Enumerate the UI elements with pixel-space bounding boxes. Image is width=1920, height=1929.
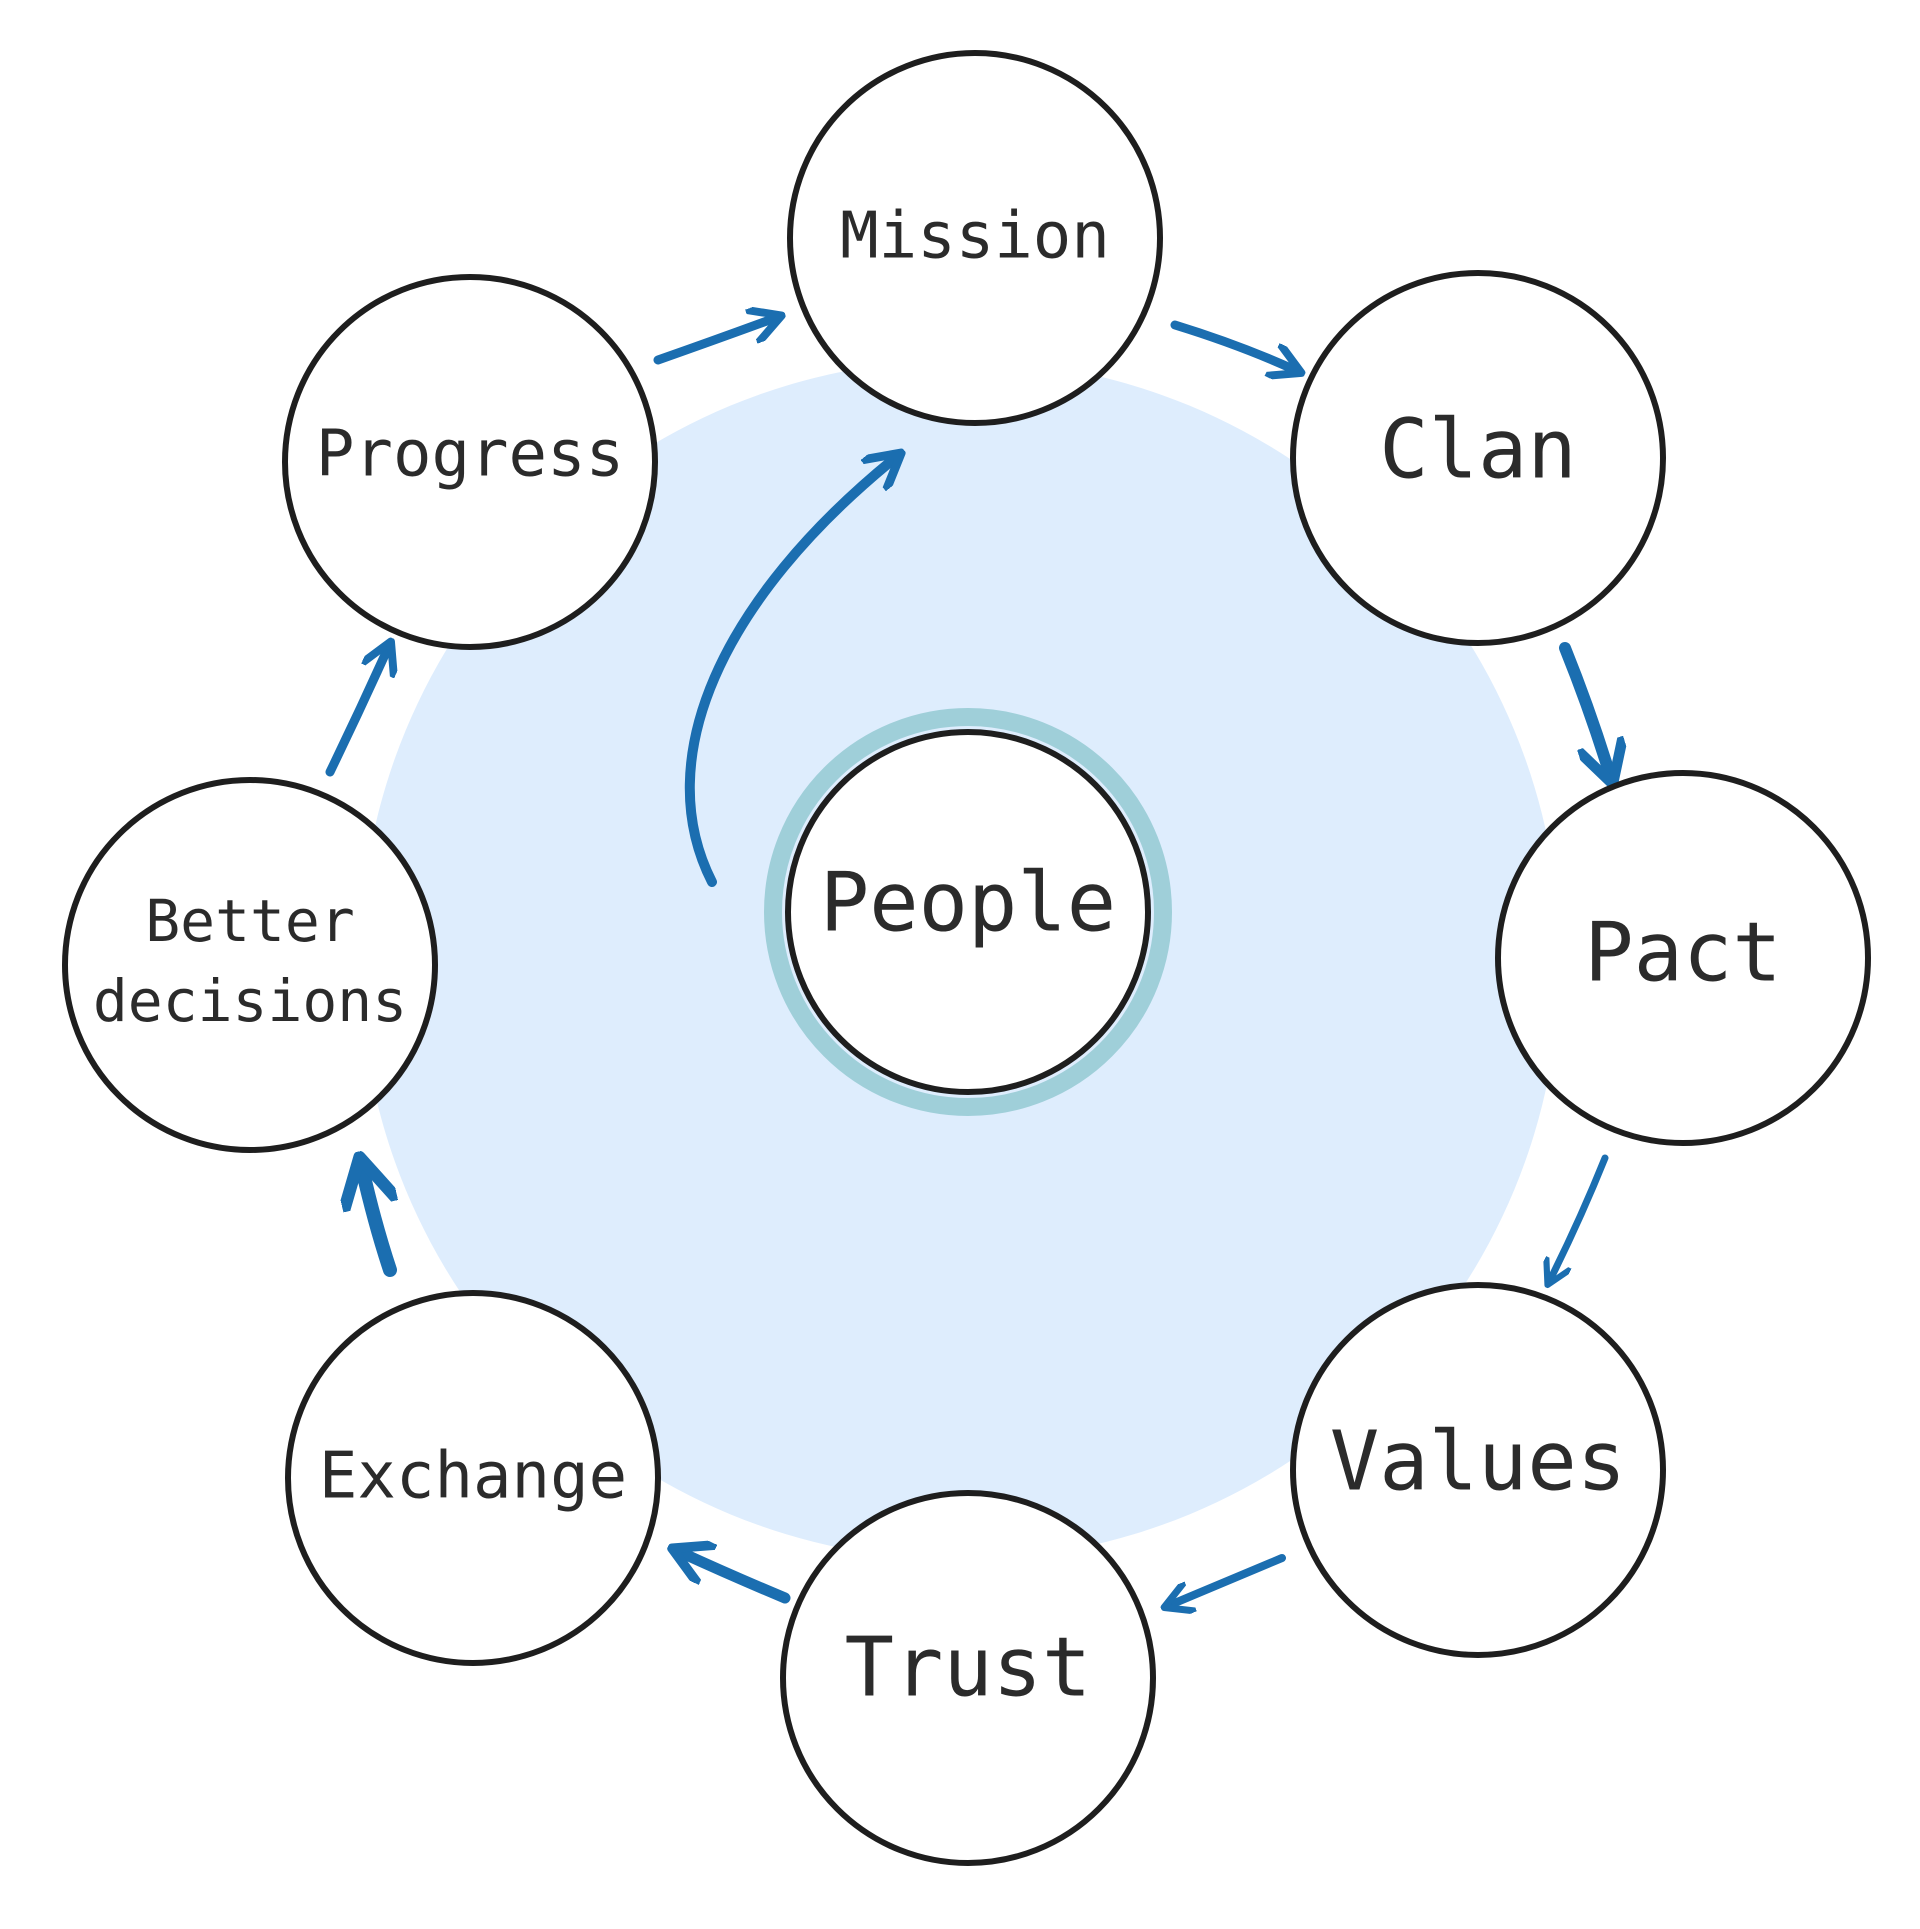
node-values-circle [1290,1282,1666,1658]
node-exchange-label: Exchange [319,1440,627,1514]
node-pact-circle [1495,770,1871,1146]
node-trust: Trust [780,1490,1156,1866]
node-trust-label: Trust [845,1620,1092,1715]
node-people-label: People [820,855,1116,950]
arrow-clan-to-pact [1559,642,1610,775]
node-better-decisions-label-line2: decisions [93,967,407,1035]
node-progress-circle [282,274,658,650]
node-better-decisions-label-line1: Better [145,887,355,955]
node-mission-label: Mission [840,200,1110,274]
node-clan-circle [1290,270,1666,646]
node-values-label: Values [1330,1414,1626,1509]
node-better-decisions: Better decisions [62,777,438,1153]
cycle-arrows [325,318,1610,1605]
arrow-trust-to-exchange [680,1552,791,1604]
arrow-pact-to-values [1550,1154,1609,1280]
arrow-better-decisions-to-progress [325,648,388,777]
node-trust-circle [780,1490,1156,1866]
arrow-progress-to-mission [653,318,775,365]
arrow-people-to-mission [684,458,895,887]
node-people-circle [785,729,1151,1095]
node-clan-label: Clan [1379,402,1576,497]
arrow-values-to-trust [1170,1554,1286,1605]
node-pact: Pact [1495,770,1871,1146]
node-people: People [764,708,1172,1116]
node-exchange-circle [285,1290,661,1666]
arrow-mission-to-clan [1170,320,1295,370]
node-progress-label: Progress [316,418,624,492]
node-clan: Clan [1290,270,1666,646]
node-progress: Progress [282,274,658,650]
node-values: Values [1290,1282,1666,1658]
node-exchange: Exchange [285,1290,661,1666]
node-mission: Mission [787,50,1163,426]
arrow-exchange-to-better-decisions [362,1168,390,1277]
node-pact-label: Pact [1584,905,1781,1000]
node-mission-circle [787,50,1163,426]
center-ring [764,708,1172,1116]
node-better-decisions-circle [62,777,438,1153]
